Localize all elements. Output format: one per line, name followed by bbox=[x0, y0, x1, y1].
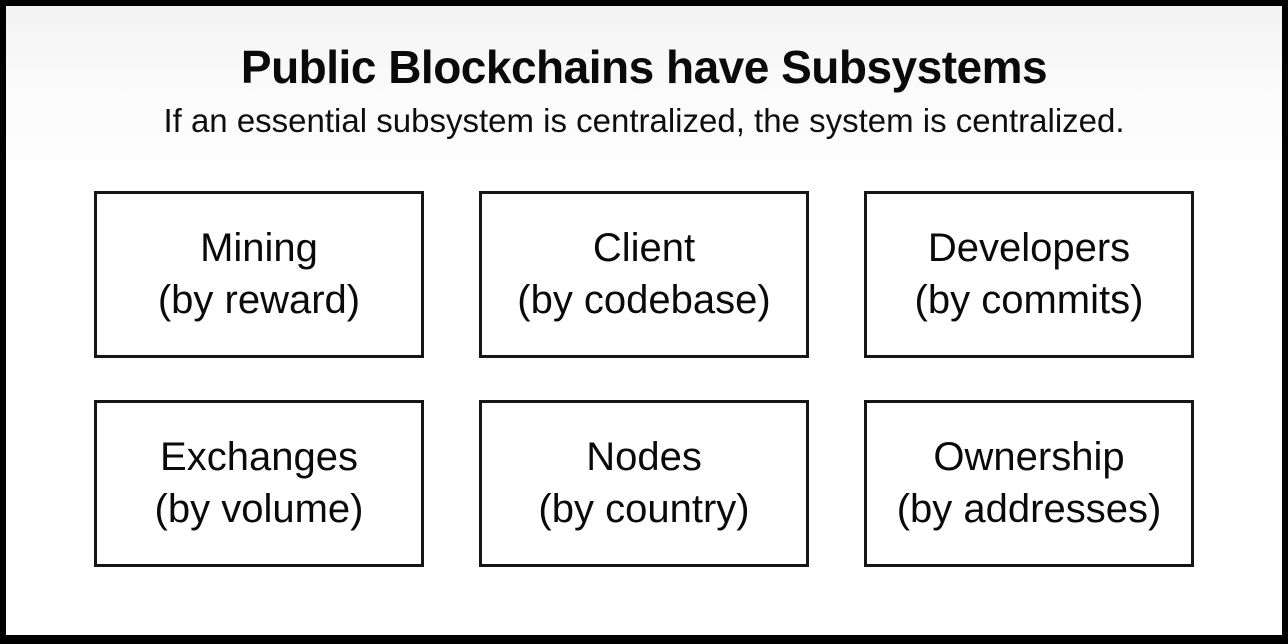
box-label-mining: Mining bbox=[200, 226, 318, 271]
subsystem-grid: Mining (by reward) Client (by codebase) … bbox=[6, 190, 1282, 567]
subsystem-box-client: Client (by codebase) bbox=[479, 190, 809, 358]
slide-subtitle: If an essential subsystem is centralized… bbox=[163, 102, 1125, 140]
box-label-exchanges: Exchanges bbox=[160, 435, 358, 480]
box-label-developers: Developers bbox=[927, 226, 1131, 271]
subsystem-box-nodes: Nodes (by country) bbox=[479, 399, 809, 567]
box-label-client: Client bbox=[592, 226, 696, 271]
box-label-nodes: Nodes bbox=[586, 435, 702, 480]
box-qualifier-client: (by codebase) bbox=[517, 278, 771, 323]
subsystem-box-exchanges: Exchanges (by volume) bbox=[94, 399, 424, 567]
box-qualifier-ownership: (by addresses) bbox=[896, 487, 1162, 532]
box-qualifier-exchanges: (by volume) bbox=[154, 487, 364, 532]
box-qualifier-nodes: (by country) bbox=[538, 487, 750, 532]
box-label-ownership: Ownership bbox=[933, 435, 1125, 480]
box-qualifier-developers: (by commits) bbox=[914, 278, 1144, 323]
subsystem-box-developers: Developers (by commits) bbox=[864, 190, 1194, 358]
box-qualifier-mining: (by reward) bbox=[157, 278, 361, 323]
slide-title: Public Blockchains have Subsystems bbox=[240, 41, 1048, 93]
subsystem-box-ownership: Ownership (by addresses) bbox=[864, 399, 1194, 567]
subsystem-box-mining: Mining (by reward) bbox=[94, 190, 424, 358]
